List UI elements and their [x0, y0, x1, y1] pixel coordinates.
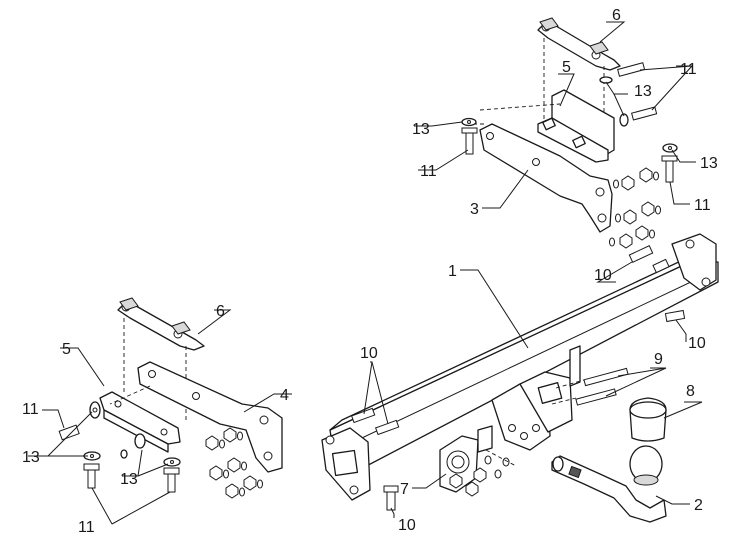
callout-11-top-right: 11 [680, 61, 697, 78]
callout-6-top: 6 [612, 7, 621, 24]
callout-13-top-mid: 13 [634, 83, 652, 100]
callout-10-left: 10 [688, 335, 706, 352]
callout-5-left: 5 [62, 341, 71, 358]
callout-11-top-left: 11 [420, 163, 437, 180]
callout-1: 1 [448, 263, 457, 280]
callout-11-left: 11 [22, 401, 39, 418]
callout-4: 4 [280, 387, 289, 404]
callout-11-bottom: 11 [78, 519, 95, 536]
callout-10-mid: 10 [360, 345, 378, 362]
callout-labels: 1 2 3 4 5 5 6 6 7 8 9 10 10 10 10 11 11 … [22, 7, 718, 536]
bolts-10 [350, 245, 686, 511]
callout-13-mid: 13 [120, 471, 138, 488]
callout-3: 3 [470, 201, 479, 218]
right-nut-cluster [609, 167, 661, 249]
left-bracket-assembly [58, 297, 283, 499]
callout-9: 9 [654, 351, 663, 368]
callout-11-right: 11 [694, 197, 711, 214]
callout-13-right: 13 [700, 155, 718, 172]
tow-ball-neck [551, 445, 667, 523]
right-bracket-assembly [461, 17, 678, 249]
callout-6-left: 6 [216, 303, 225, 320]
callout-5-top: 5 [562, 59, 571, 76]
main-crossbar [321, 233, 719, 501]
socket-nuts [449, 449, 517, 497]
callout-13-left: 13 [22, 449, 40, 466]
left-nut-cluster [205, 427, 263, 499]
callout-10-bottom: 10 [398, 517, 416, 534]
callout-8: 8 [686, 383, 695, 400]
bolts-9 [551, 367, 629, 406]
callout-7: 7 [400, 481, 409, 498]
leader-lines [28, 21, 703, 525]
callout-13-top-left: 13 [412, 121, 430, 138]
callout-2: 2 [694, 497, 703, 514]
callout-10-right: 10 [594, 267, 612, 284]
ball-cover [629, 397, 667, 442]
